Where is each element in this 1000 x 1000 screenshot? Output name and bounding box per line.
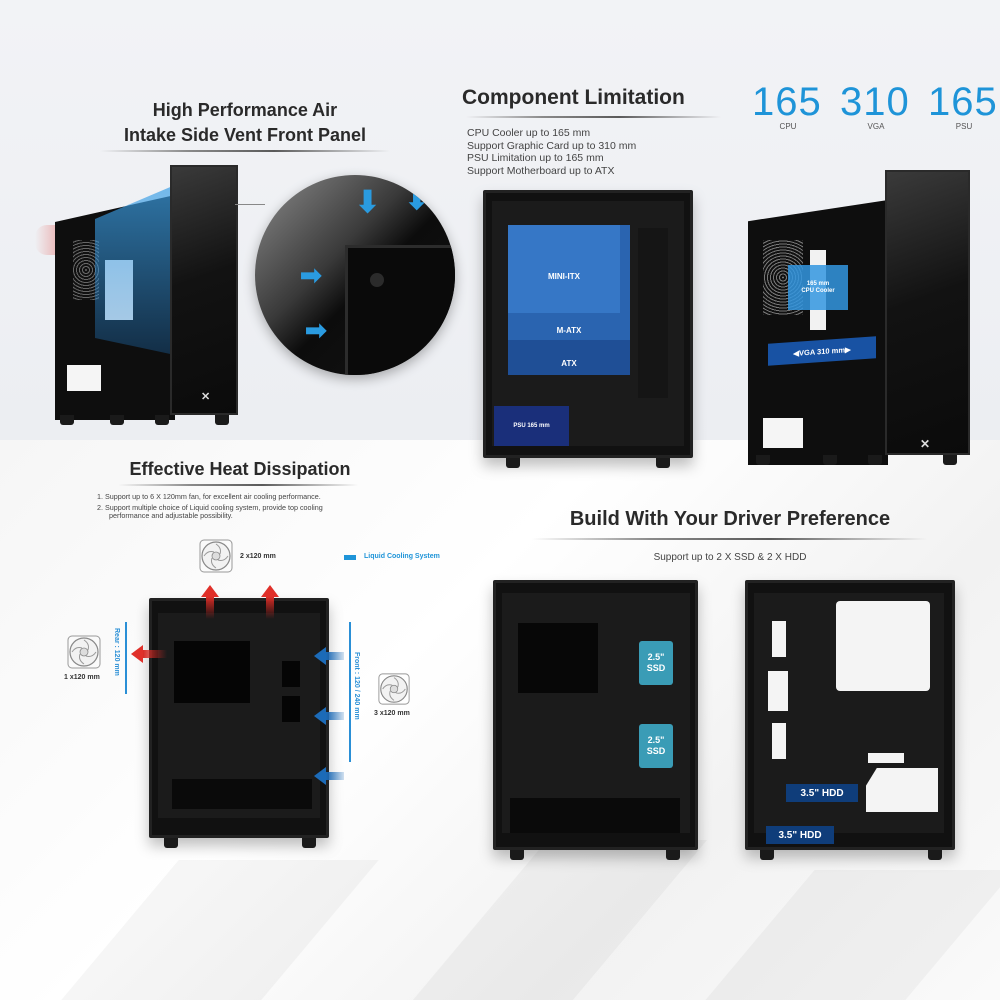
- exhaust-arrow-up-icon: [261, 585, 279, 597]
- fan-icon-front: [378, 673, 410, 705]
- spec-psu: PSU Limitation up to 165 mm: [467, 152, 604, 164]
- fan-label-front: 3 x120 mm: [374, 710, 410, 717]
- component-limitation-title: Component Limitation: [462, 86, 685, 109]
- air-intake-title-line1: High Performance Air: [152, 100, 338, 120]
- air-intake-underline: [100, 150, 390, 152]
- front-radiator-line: [349, 622, 351, 762]
- intake-arrow-left-icon: [314, 647, 326, 665]
- hdd-tag-1: 3.5" HDD: [786, 784, 858, 802]
- cpu-cooler-tag: 165 mm CPU Cooler: [788, 265, 848, 310]
- front-panel-zoom-callout: ⬇ ⬇ ➡ ➡: [255, 175, 455, 375]
- intake-arrow-left-icon: [314, 707, 326, 725]
- spec-graphic-card: Support Graphic Card up to 310 mm: [467, 139, 637, 152]
- case-image-clearance: ✕ 165 mm CPU Cooler ◀ VGA 310 mm ▶: [748, 170, 973, 465]
- rear-radiator-label: Rear : 120 mm: [113, 628, 120, 676]
- stat-cpu: 165 CPU: [752, 80, 822, 131]
- exhaust-arrow-left-icon: [131, 645, 143, 663]
- hdd-tag-2: 3.5" HDD: [766, 826, 834, 844]
- fan-icon-top: [199, 539, 233, 573]
- case-image-heat: [149, 598, 329, 848]
- fan-icon-rear: [67, 635, 101, 669]
- psu-tag: PSU 165 mm: [513, 423, 550, 429]
- exhaust-arrow-up-icon: [201, 585, 219, 597]
- psu-zone: PSU 165 mm: [494, 406, 569, 446]
- liquid-cooling-legend-label: Liquid Cooling System: [364, 553, 440, 560]
- brand-logo-icon: ✕: [920, 437, 931, 451]
- drive-preference-title: Build With Your Driver Preference: [569, 508, 891, 530]
- mb-matx-label: M-ATX: [556, 326, 582, 335]
- right-arrow-icon: ➡: [300, 260, 322, 290]
- heat-dissipation-title: Effective Heat Dissipation: [129, 459, 351, 479]
- heat-dissipation-points: 1. Support up to 6 X 120mm fan, for exce…: [97, 492, 397, 521]
- down-arrow-icon: ⬇: [355, 186, 381, 219]
- fan-label-rear: 1 x120 mm: [64, 674, 100, 681]
- heat-point-1: 1. Support up to 6 X 120mm fan, for exce…: [97, 492, 321, 501]
- case-image-hdd: 3.5" HDD 3.5" HDD: [745, 580, 955, 860]
- air-intake-title: High Performance Air Intake Side Vent Fr…: [90, 98, 400, 148]
- spec-motherboard: Support Motherboard up to ATX: [467, 164, 615, 177]
- mb-miniitx-label: MINI-ITX: [548, 272, 580, 281]
- right-arrow-icon: ➡: [305, 315, 327, 345]
- air-intake-title-line2: Intake Side Vent Front Panel: [123, 125, 367, 145]
- case-image-ssd: 2.5" SSD 2.5" SSD: [493, 580, 698, 860]
- drive-preference-underline: [532, 538, 927, 540]
- stat-psu: 165 PSU: [928, 80, 998, 131]
- brand-logo-icon: ✕: [201, 391, 211, 403]
- heat-point-2-cont: performance and adjustable possibility.: [109, 511, 233, 520]
- fan-label-top: 2 x120 mm: [240, 553, 276, 560]
- intake-arrow-left-icon: [314, 767, 326, 785]
- front-radiator-label: Front : 120 / 240 mm: [353, 652, 360, 720]
- heat-point-2: 2. Support multiple choice of Liquid coo…: [97, 502, 323, 512]
- liquid-cooling-legend-swatch: [344, 555, 356, 560]
- drive-preference-subtitle: Support up to 2 X SSD & 2 X HDD: [653, 552, 807, 563]
- heat-dissipation-underline: [118, 484, 358, 486]
- mb-atx-label: ATX: [561, 359, 577, 368]
- spec-cpu-cooler: CPU Cooler up to 165 mm: [467, 127, 591, 139]
- stat-vga: 310 VGA: [840, 80, 910, 131]
- rear-radiator-line: [125, 622, 127, 694]
- ssd-tag-2: 2.5" SSD: [639, 724, 673, 768]
- ssd-tag-1: 2.5" SSD: [639, 641, 673, 685]
- component-spec-list: CPU Cooler up to 165 mm Support Graphic …: [467, 127, 687, 177]
- case-image-motherboard: MINI-ITX M-ATX ATX PSU 165 mm: [483, 190, 693, 468]
- down-arrow-icon: ⬇: [405, 184, 429, 215]
- mb-miniitx-zone: [508, 225, 620, 313]
- component-limitation-underline: [466, 116, 721, 118]
- case-image-air-intake: ✕: [35, 165, 240, 425]
